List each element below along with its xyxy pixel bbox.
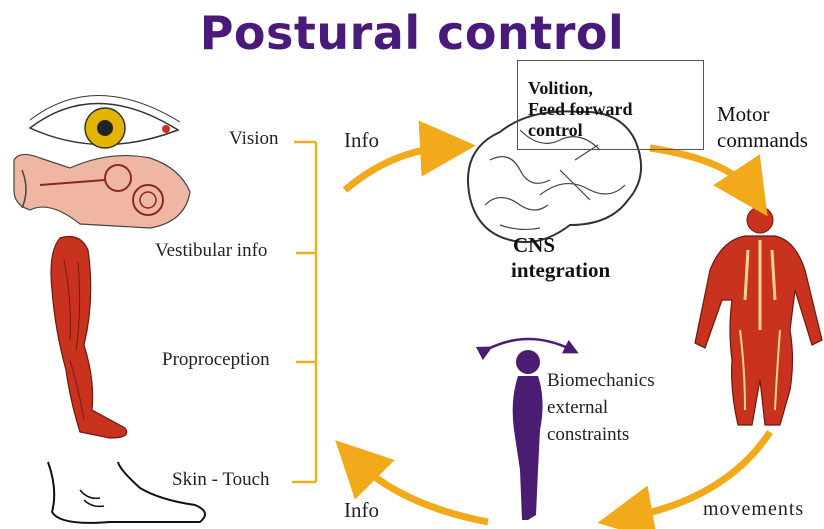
feed-forward-line1: Volition, (528, 78, 593, 99)
biomechanics-line3: constraints (547, 424, 629, 446)
leg-muscle-icon (51, 237, 127, 439)
motor-command-arrow (650, 148, 752, 193)
feed-forward-line2: Feed forward (528, 99, 632, 120)
info-label-bottom: Info (344, 498, 379, 523)
feed-forward-line3: control (528, 120, 583, 141)
info-arrow-top (345, 147, 448, 190)
eye-icon (30, 95, 180, 148)
vestibular-label: Vestibular info (155, 240, 267, 262)
biomechanics-line2: external (547, 397, 608, 419)
input-bracket (292, 142, 316, 482)
motor-label-line1: Motor (717, 102, 770, 127)
movements-label: movements (703, 498, 824, 521)
proprioception-label: Proproception (162, 349, 270, 371)
vision-label: Vision (229, 128, 279, 150)
biomechanics-line1: Biomechanics (547, 370, 655, 392)
ear-icon (14, 154, 190, 228)
info-label-top: Info (344, 128, 379, 153)
cns-label-line2: integration (511, 258, 610, 283)
touch-label: Skin - Touch (172, 469, 270, 491)
motor-label-line2: commands (717, 128, 824, 153)
cns-label-line1: CNS (513, 233, 555, 258)
muscle-body-icon (695, 207, 822, 425)
